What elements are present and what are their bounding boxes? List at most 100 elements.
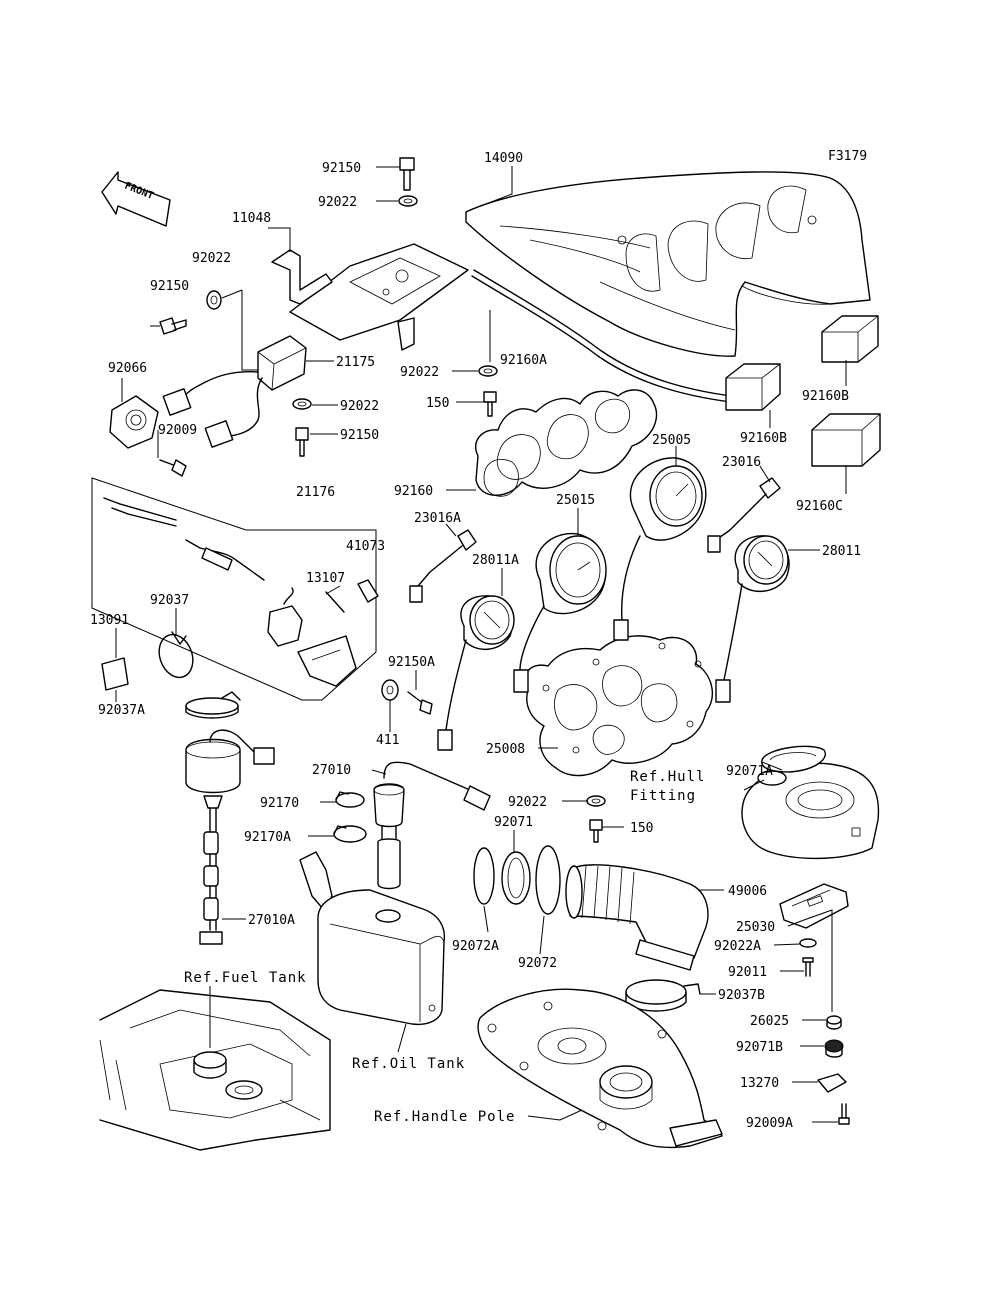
bolt-92150-mid <box>295 427 309 457</box>
harness-kit-outline <box>91 477 379 701</box>
label-11048: 11048 <box>232 211 271 226</box>
label-92071a: 92071A <box>726 764 773 779</box>
label-28011: 28011 <box>822 544 861 559</box>
clamp-92037 <box>158 631 194 679</box>
label-92037: 92037 <box>150 593 189 608</box>
label-25030: 25030 <box>736 920 775 935</box>
bracket <box>271 243 469 351</box>
leader-lines <box>115 166 847 1123</box>
label-92011: 92011 <box>728 965 767 980</box>
label-92160b-1: 92160B <box>802 389 849 404</box>
label-92160c: 92160C <box>796 499 843 514</box>
clamp-92170a <box>333 825 367 843</box>
label-92009: 92009 <box>158 423 197 438</box>
gauge-28011a <box>437 595 515 751</box>
ref-oil-tank: Ref.Oil Tank <box>352 1056 465 1072</box>
label-27010: 27010 <box>312 763 351 778</box>
bolt-92150a <box>407 691 433 715</box>
label-25015: 25015 <box>556 493 595 508</box>
pad-92160b-lower <box>725 363 781 411</box>
clamp-92072a <box>473 847 495 905</box>
ref-hull-fitting-line2: Fitting <box>630 788 696 804</box>
sensor-23016 <box>707 477 781 553</box>
plate-13270 <box>817 1073 847 1093</box>
bolt-92150-left <box>159 317 187 335</box>
label-92022-top: 92022 <box>318 195 357 210</box>
part-labels: 14090 92150 92022 11048 92022 92150 2117… <box>90 151 861 1131</box>
oil-sender-assembly <box>373 761 491 890</box>
label-92071: 92071 <box>494 815 533 830</box>
cap-26025 <box>826 1015 842 1030</box>
front-arrow-icon: FRONT <box>101 171 171 227</box>
label-13270: 13270 <box>740 1076 779 1091</box>
bolt-92150-top <box>399 157 415 191</box>
label-411: 411 <box>376 733 399 748</box>
plug-92071b <box>824 1039 844 1058</box>
bolt-150-b <box>589 819 603 843</box>
label-92037b: 92037B <box>718 988 765 1003</box>
label-92066: 92066 <box>108 361 147 376</box>
label-41073: 41073 <box>346 539 385 554</box>
clamp-92037b <box>625 979 701 1012</box>
label-92072a: 92072A <box>452 939 499 954</box>
meter-housing <box>475 389 658 497</box>
label-92150a: 92150A <box>388 655 435 670</box>
washer-92022-mid <box>292 398 312 410</box>
label-28011a: 28011A <box>472 553 519 568</box>
label-25005: 25005 <box>652 433 691 448</box>
label-14090: 14090 <box>484 151 523 166</box>
label-92170a: 92170A <box>244 830 291 845</box>
washer-92022-lower <box>586 795 606 807</box>
fuel-tank <box>99 989 331 1151</box>
washer-92022-top <box>398 195 418 207</box>
washer-92022a <box>799 938 817 948</box>
label-92022-mid: 92022 <box>340 399 379 414</box>
label-92037a: 92037A <box>98 703 145 718</box>
label-92160a: 92160A <box>500 353 547 368</box>
label-23016a: 23016A <box>414 511 461 526</box>
label-21175: 21175 <box>336 355 375 370</box>
sensor-25030 <box>779 883 849 929</box>
reference-labels: Ref.Hull Fitting Ref.Fuel Tank Ref.Oil T… <box>184 769 705 1125</box>
label-92170: 92170 <box>260 796 299 811</box>
gauge-25005 <box>613 457 707 641</box>
label-150-a: 150 <box>426 396 449 411</box>
gauge-plate <box>524 635 714 777</box>
seal-92071 <box>501 851 531 905</box>
label-92071b: 92071B <box>736 1040 783 1055</box>
clamp-92170 <box>335 791 365 808</box>
label-25008: 25008 <box>486 742 525 757</box>
gauge-28011 <box>715 535 790 703</box>
washer-411 <box>381 679 399 701</box>
screw-92009 <box>159 459 187 477</box>
label-92150-mid: 92150 <box>340 428 379 443</box>
ref-handle-pole: Ref.Handle Pole <box>374 1109 515 1125</box>
cap-92066 <box>109 395 159 449</box>
ref-hull-fitting-line1: Ref.Hull <box>630 769 705 785</box>
seal-92071a <box>761 745 827 773</box>
label-21176: 21176 <box>296 485 335 500</box>
pad-92160b-upper <box>821 315 879 363</box>
label-92160b-2: 92160B <box>740 431 787 446</box>
screw-92009a <box>838 1103 850 1125</box>
label-150-b: 150 <box>630 821 653 836</box>
sensor-23016a <box>409 529 477 603</box>
washer-92022-cluster <box>478 365 498 377</box>
label-92022a: 92022A <box>714 939 761 954</box>
label-92009a: 92009A <box>746 1116 793 1131</box>
label-49006: 49006 <box>728 884 767 899</box>
ref-fuel-tank: Ref.Fuel Tank <box>184 970 307 986</box>
oil-tank <box>299 851 446 1026</box>
pad-13091 <box>101 657 129 691</box>
label-23016: 23016 <box>722 455 761 470</box>
label-92160: 92160 <box>394 484 433 499</box>
figure-code: F3179 <box>828 149 867 164</box>
label-13091: 13091 <box>90 613 129 628</box>
clamp-92072 <box>535 845 561 915</box>
bolt-150-a <box>483 391 497 417</box>
label-27010a: 27010A <box>248 913 295 928</box>
pad-92160c <box>811 413 881 467</box>
label-92150-top: 92150 <box>322 161 361 176</box>
handle-pole <box>477 988 723 1149</box>
